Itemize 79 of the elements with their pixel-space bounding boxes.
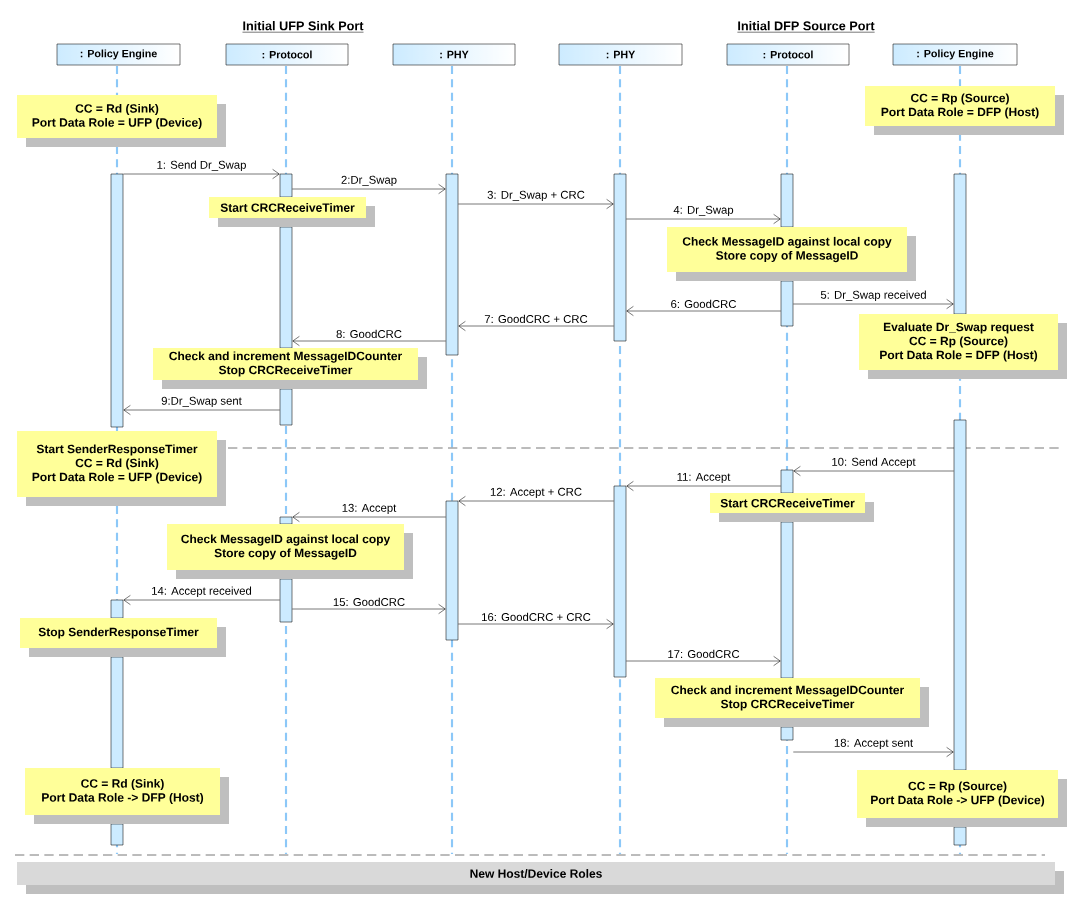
- message-arrow: [458, 321, 614, 331]
- note-box: Start CRCReceiveTimer: [710, 493, 874, 522]
- activation-bar: [613, 173, 627, 342]
- message-label: 10: Send Accept: [830, 456, 917, 470]
- message-label: 3: Dr_Swap + CRC: [485, 189, 587, 203]
- message-label: 2:Dr_Swap: [339, 174, 399, 188]
- note-box: CC = Rd (Sink) Port Data Role = UFP (Device): [17, 95, 226, 147]
- message-arrow: [626, 306, 781, 316]
- message-label: 16: GoodCRC + CRC: [479, 611, 593, 623]
- message-arrow: [123, 405, 280, 415]
- message-label: 1: Send Dr_Swap: [155, 159, 248, 173]
- lifeline-head: : Protocol: [225, 43, 349, 66]
- activation-bar: [110, 599, 124, 619]
- group-heading: Initial DFP Source Port: [737, 21, 875, 33]
- note-box: Check MessageID against local copy Store copy of MessageID: [667, 227, 916, 281]
- note-box: Evaluate Dr_Swap request CC = Rp (Source) Port Data Role = DFP (Host): [859, 314, 1067, 379]
- activation-bar: [110, 656, 124, 769]
- message-arrow: [793, 466, 954, 476]
- message-label: 11: Accept: [675, 471, 732, 485]
- activation-bar: [780, 173, 794, 228]
- activation-bar: [445, 500, 459, 641]
- activation-bar: [110, 173, 124, 428]
- activation-bar: [780, 521, 794, 679]
- note-box: Check MessageID against local copy Store copy of MessageID: [167, 524, 413, 579]
- message-arrow: [458, 496, 614, 506]
- message-arrow: [123, 595, 280, 605]
- message-arrow: [458, 619, 614, 629]
- note-box: Check and increment MessageIDCounter Stop CRCReceiveTimer: [655, 678, 929, 727]
- message-label: 9:Dr_Swap sent: [159, 395, 244, 409]
- activation-bar: [780, 726, 794, 741]
- activation-bar: [953, 826, 967, 846]
- message-label: 6: GoodCRC: [669, 298, 738, 310]
- note-box: Check and increment MessageIDCounter Stop CRCReceiveTimer: [153, 348, 427, 389]
- message-label: 18: Accept sent: [832, 737, 915, 751]
- message-label: 13: Accept: [340, 502, 398, 516]
- activation-bar: [445, 173, 459, 356]
- activation-bar: [613, 485, 627, 678]
- message-arrow: [793, 747, 954, 757]
- activation-bar: [953, 173, 967, 315]
- message-label: 17: GoodCRC: [666, 648, 741, 660]
- message-arrow: [458, 199, 614, 209]
- activation-bar: [279, 388, 293, 426]
- message-arrow: [626, 481, 781, 491]
- note-box: Start CRCReceiveTimer: [209, 197, 375, 227]
- lifeline-head: : PHY: [558, 43, 683, 66]
- message-label: 4: Dr_Swap: [672, 204, 735, 218]
- message-label: 15: GoodCRC: [331, 596, 407, 608]
- message-label: 14: Accept received: [149, 585, 254, 599]
- message-arrow: [292, 336, 446, 346]
- message-label: 5: Dr_Swap received: [819, 289, 928, 303]
- message-arrow: [292, 184, 446, 194]
- lifeline-head: : Policy Engine: [56, 43, 181, 66]
- message-arrow: [626, 656, 781, 666]
- message-label: 12: Accept + CRC: [488, 486, 584, 500]
- activation-bar: [110, 823, 124, 846]
- lifeline-head: : PHY: [392, 43, 516, 66]
- note-box: Start SenderResponseTimer CC = Rd (Sink) Port Data Role = UFP (Device): [17, 431, 226, 506]
- activation-bar: [780, 280, 794, 327]
- lifeline-head: : Policy Engine: [892, 43, 1018, 66]
- lifeline-head: : Protocol: [726, 43, 850, 66]
- activation-bar: [780, 469, 794, 494]
- message-arrow: [793, 299, 954, 309]
- message-label: 7: GoodCRC + CRC: [483, 313, 590, 325]
- note-box: CC = Rp (Source) Port Data Role -> UFP (Device): [857, 770, 1067, 827]
- note-box: Stop SenderResponseTimer: [20, 618, 226, 657]
- message-arrow: [123, 169, 280, 179]
- activation-bar: [279, 173, 293, 198]
- message-arrow: [292, 604, 446, 614]
- message-label: 8: GoodCRC: [334, 328, 404, 340]
- message-arrow: [626, 214, 781, 224]
- activation-bar: [279, 578, 293, 623]
- banner: New Host/Device Roles: [17, 862, 1064, 894]
- message-arrow: [292, 512, 446, 522]
- activation-bar: [953, 419, 967, 771]
- note-box: CC = Rd (Sink) Port Data Role -> DFP (Host): [25, 768, 229, 824]
- activation-bar: [279, 226, 293, 349]
- group-heading: Initial UFP Sink Port: [242, 21, 364, 33]
- note-box: CC = Rp (Source) Port Data Role = DFP (Host): [865, 86, 1064, 135]
- activation-bar: [279, 516, 293, 525]
